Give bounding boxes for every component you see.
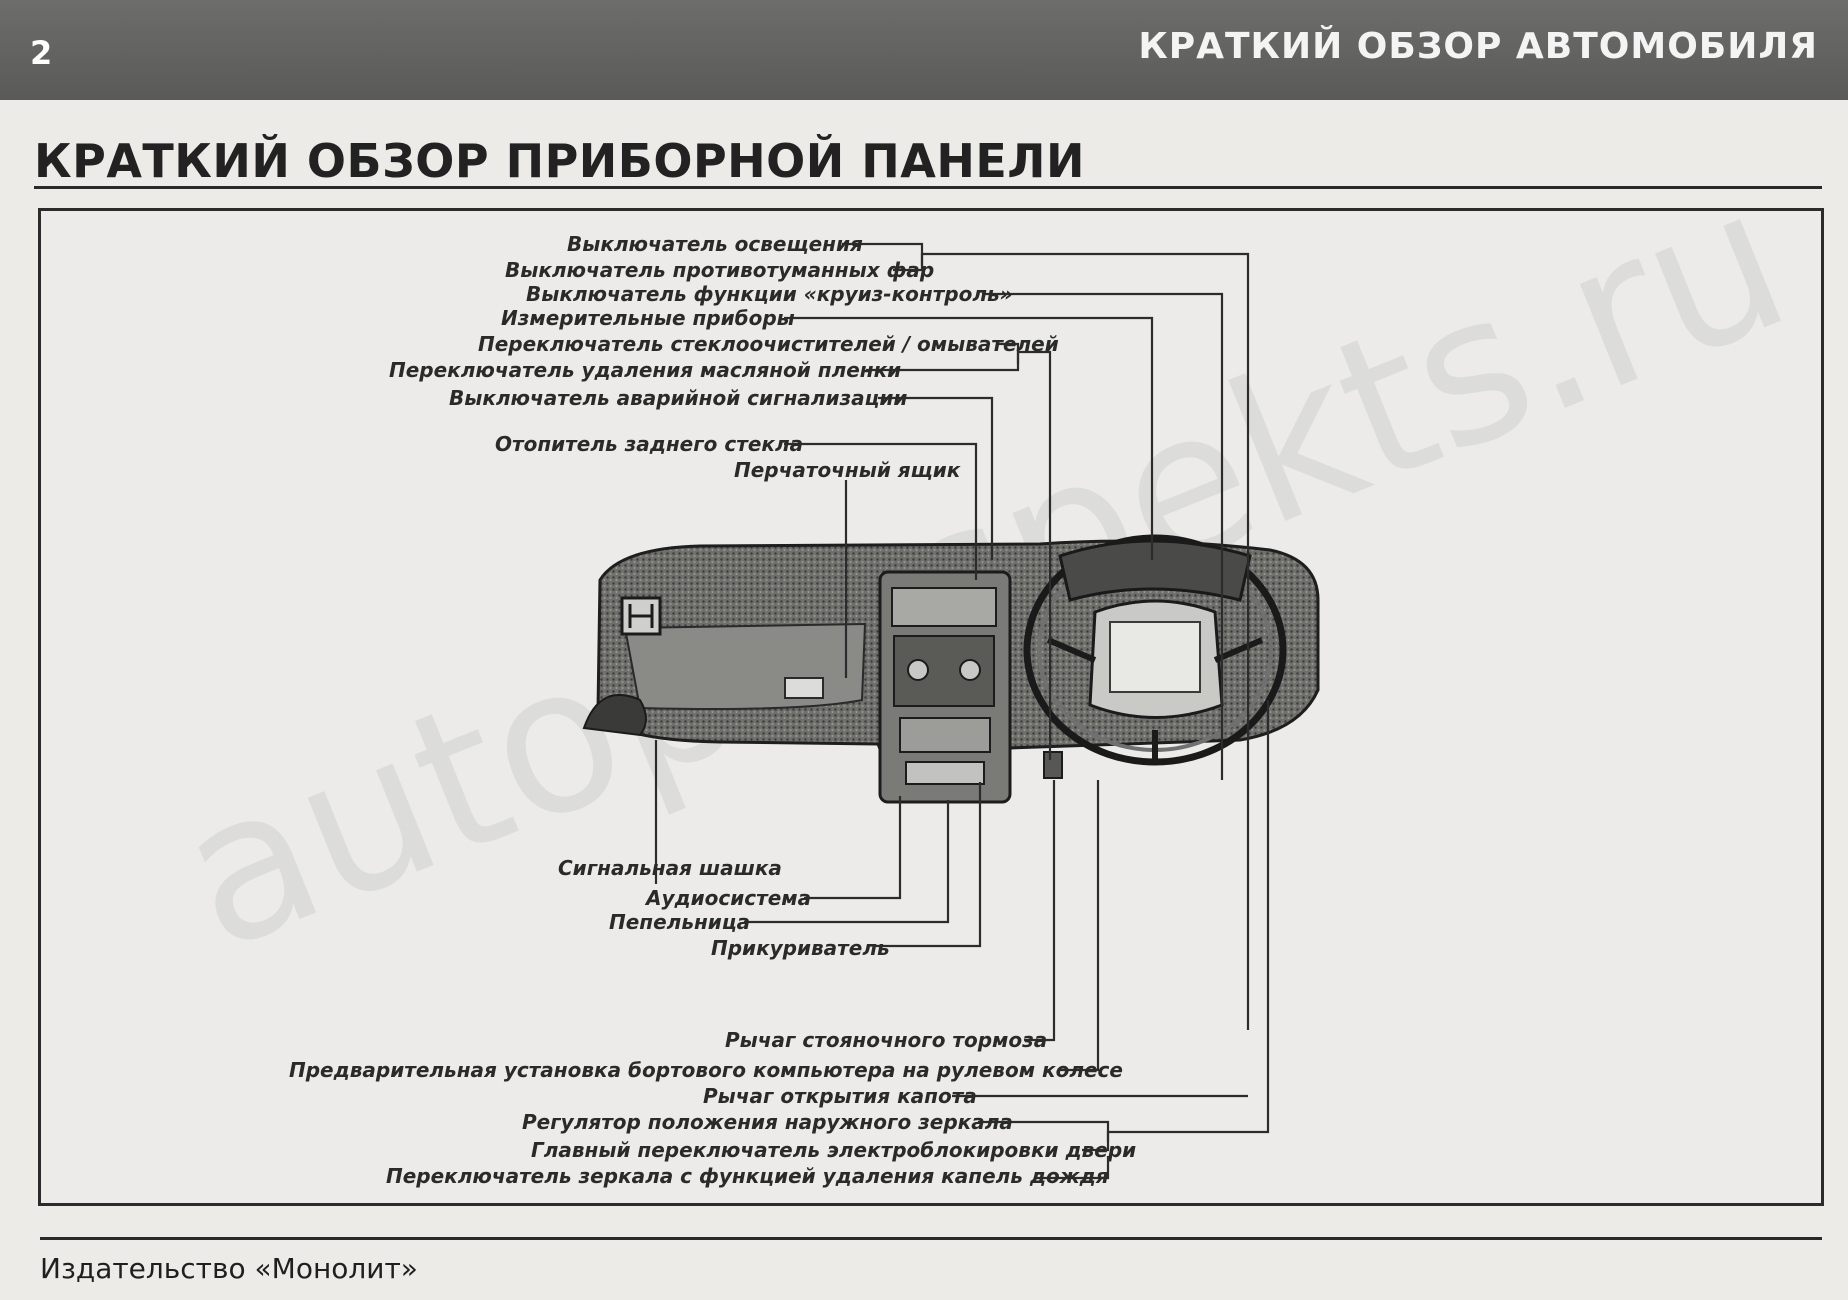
parking-brake-handle (1043, 751, 1063, 779)
lighter-shape (905, 761, 985, 785)
callout-instruments: Измерительные приборы (501, 306, 795, 330)
callout-lighter: Прикуриватель (711, 936, 890, 960)
glove-box-handle (784, 677, 824, 699)
page-title: КРАТКИЙ ОБЗОР ПРИБОРНОЙ ПАНЕЛИ (34, 134, 1086, 188)
publisher-name: Издательство «Монолит» (40, 1252, 418, 1285)
ashtray-shape (899, 717, 991, 753)
center-vents (891, 587, 997, 627)
callout-door-lock-switch: Главный переключатель электроблокировки … (531, 1138, 1137, 1162)
callout-audio: Аудиосистема (646, 886, 812, 910)
title-rule (34, 186, 1822, 189)
callout-hazard-switch: Выключатель аварийной сигнализации (449, 386, 908, 410)
footer-rule (40, 1237, 1822, 1240)
callout-wiper-switch: Переключатель стеклоочистителей / омыват… (478, 332, 1059, 356)
callout-trip-computer: Предварительная установка бортового комп… (289, 1058, 1123, 1082)
instrument-cluster (1058, 539, 1252, 602)
callout-fog-switch: Выключатель противотуманных фар (505, 258, 935, 282)
callout-mirror-adjust: Регулятор положения наружного зеркала (522, 1110, 1013, 1134)
callout-ashtray: Пепельница (609, 910, 751, 934)
callout-signal-knob: Сигнальная шашка (558, 856, 782, 880)
page-number: 2 (30, 34, 53, 72)
callout-glove-box: Перчаточный ящик (734, 458, 961, 482)
callout-rear-heater: Отопитель заднего стекла (495, 432, 804, 456)
callout-parking-brake: Рычаг стояночного тормоза (725, 1028, 1048, 1052)
running-header: КРАТКИЙ ОБЗОР АВТОМОБИЛЯ (1138, 26, 1818, 67)
signal-knob-shape (582, 693, 647, 737)
glove-box-panel (623, 622, 867, 710)
callout-oil-film-switch: Переключатель удаления масляной пленки (389, 358, 902, 382)
page-header-bar (0, 0, 1848, 100)
callout-mirror-rain-switch: Переключатель зеркала с функцией удалени… (386, 1164, 1109, 1188)
callout-hood-lever: Рычаг открытия капота (703, 1084, 977, 1108)
callout-cruise-switch: Выключатель функции «круиз-контроль» (526, 282, 1013, 306)
callout-lighting-switch: Выключатель освещения (567, 232, 863, 256)
